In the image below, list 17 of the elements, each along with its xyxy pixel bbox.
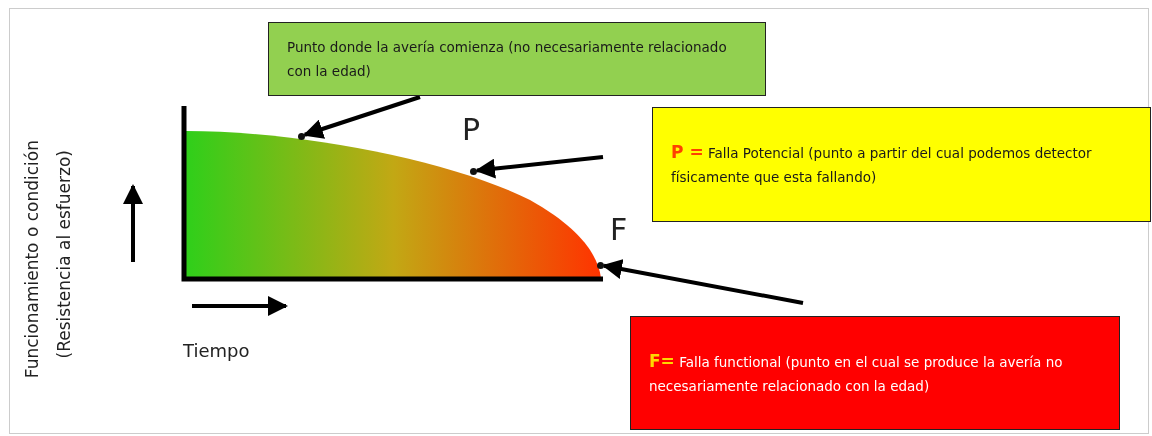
axis-label: (Resistencia al esfuerzo) — [54, 150, 74, 359]
note-text: Punto donde la avería comienza (no necesariamente relacionado con la edad) — [287, 38, 728, 81]
note-box — [268, 22, 766, 96]
note-text: P = Falla Potencial (punto a partir del cual podemos detector físicamente que esta fallando) — [671, 141, 1093, 187]
axis-label: Funcionamiento o condición — [22, 140, 42, 379]
definition-box — [652, 107, 1151, 222]
marker-dot — [596, 261, 604, 269]
marker-dot — [297, 132, 305, 140]
leader-arrow — [302, 95, 421, 139]
note-text: F= Falla functional (punto en el cual se produce la avería no necesariamente relacionado con la edad) — [649, 349, 1064, 396]
leader-arrow — [475, 155, 604, 179]
marker-dot — [469, 167, 477, 175]
point-label: F — [610, 212, 628, 247]
definition-box — [630, 316, 1120, 430]
leader-arrow — [601, 259, 804, 305]
point-label: P — [462, 112, 481, 147]
axis-label: Tiempo — [183, 340, 250, 361]
